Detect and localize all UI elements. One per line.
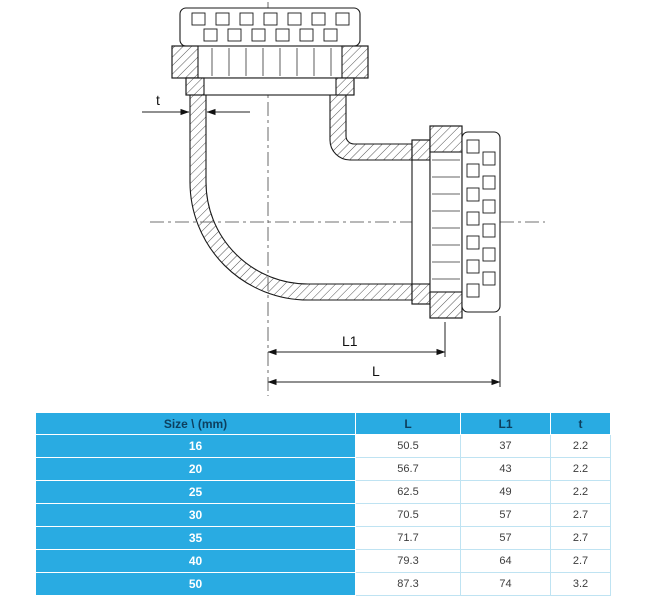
table-row: 30 70.5 57 2.7 bbox=[35, 503, 611, 527]
top-nut-body bbox=[171, 45, 369, 79]
table-row: 25 62.5 49 2.2 bbox=[35, 480, 611, 504]
table-row: 20 56.7 43 2.2 bbox=[35, 457, 611, 481]
top-nut-step-section-right bbox=[335, 77, 355, 96]
l1-cell: 37 bbox=[460, 434, 551, 458]
right-nut-step bbox=[411, 139, 431, 305]
t-cell: 2.2 bbox=[550, 457, 611, 481]
t-cell: 2.7 bbox=[550, 549, 611, 573]
right-nut-thread-lines bbox=[432, 159, 460, 280]
dim-t-label: t bbox=[156, 92, 160, 108]
right-nut-body bbox=[429, 125, 463, 319]
dim-l1-label: L1 bbox=[342, 333, 358, 349]
table-header-row: Size \ (mm) L L1 t bbox=[35, 412, 611, 435]
top-nut-body-section-right bbox=[341, 45, 369, 79]
t-cell: 2.7 bbox=[550, 503, 611, 527]
header-l1: L1 bbox=[460, 412, 551, 435]
size-cell: 40 bbox=[35, 549, 356, 573]
right-nut bbox=[411, 125, 501, 319]
l-cell: 87.3 bbox=[355, 572, 461, 596]
header-t: t bbox=[550, 412, 611, 435]
l-cell: 50.5 bbox=[355, 434, 461, 458]
l-cell: 62.5 bbox=[355, 480, 461, 504]
l1-cell: 43 bbox=[460, 457, 551, 481]
right-nut-crown-slots bbox=[466, 139, 496, 298]
right-nut-step-section-bottom bbox=[411, 283, 431, 305]
size-cell: 25 bbox=[35, 480, 356, 504]
dim-l-label: L bbox=[372, 363, 380, 379]
top-nut-step-section-left bbox=[185, 77, 205, 96]
l1-cell: 57 bbox=[460, 503, 551, 527]
l-cell: 71.7 bbox=[355, 526, 461, 550]
t-cell: 2.2 bbox=[550, 480, 611, 504]
top-nut-step bbox=[185, 77, 355, 96]
size-cell: 16 bbox=[35, 434, 356, 458]
t-cell: 3.2 bbox=[550, 572, 611, 596]
size-cell: 35 bbox=[35, 526, 356, 550]
right-nut-body-section-bottom bbox=[429, 291, 463, 319]
top-nut-thread-lines bbox=[211, 48, 332, 76]
dim-l1 bbox=[267, 322, 446, 357]
header-size: Size \ (mm) bbox=[35, 412, 356, 435]
size-cell: 30 bbox=[35, 503, 356, 527]
l1-cell: 49 bbox=[460, 480, 551, 504]
top-nut bbox=[171, 7, 369, 96]
table-row: 16 50.5 37 2.2 bbox=[35, 434, 611, 458]
size-cell: 20 bbox=[35, 457, 356, 481]
t-cell: 2.7 bbox=[550, 526, 611, 550]
l1-cell: 64 bbox=[460, 549, 551, 573]
l1-cell: 57 bbox=[460, 526, 551, 550]
dim-l bbox=[267, 316, 501, 387]
elbow-technical-drawing: t L1 L bbox=[142, 2, 545, 396]
table-row: 50 87.3 74 3.2 bbox=[35, 572, 611, 596]
table-row: 35 71.7 57 2.7 bbox=[35, 526, 611, 550]
elbow-outer-wall-section bbox=[189, 94, 413, 301]
right-nut-body-section-top bbox=[429, 125, 463, 153]
l-cell: 79.3 bbox=[355, 549, 461, 573]
spec-table: Size \ (mm) L L1 t 16 50.5 37 2.2 20 56.… bbox=[35, 412, 611, 596]
header-l: L bbox=[355, 412, 461, 435]
table-row: 40 79.3 64 2.7 bbox=[35, 549, 611, 573]
elbow-inner-wall-section bbox=[329, 94, 413, 161]
l1-cell: 74 bbox=[460, 572, 551, 596]
right-nut-step-section-top bbox=[411, 139, 431, 161]
t-cell: 2.2 bbox=[550, 434, 611, 458]
top-nut-body-section-left bbox=[171, 45, 199, 79]
l-cell: 56.7 bbox=[355, 457, 461, 481]
top-nut-crown-slots bbox=[191, 12, 350, 42]
size-cell: 50 bbox=[35, 572, 356, 596]
elbow-body bbox=[189, 94, 413, 301]
l-cell: 70.5 bbox=[355, 503, 461, 527]
